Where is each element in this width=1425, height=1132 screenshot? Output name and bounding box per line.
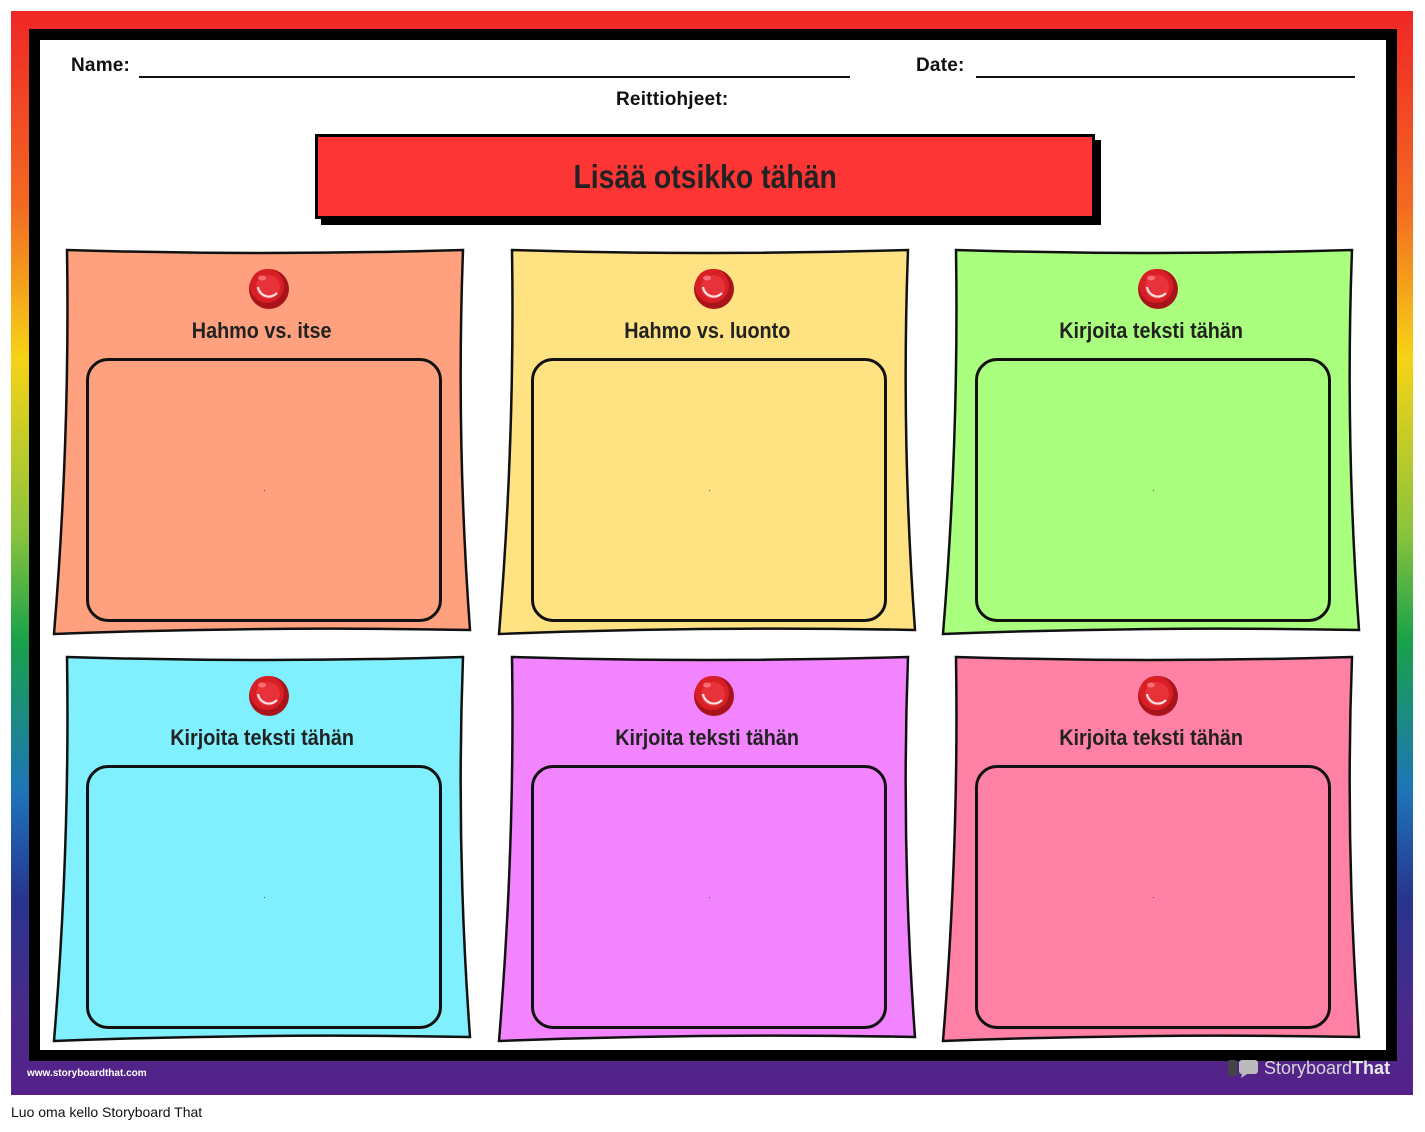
- note-heading: Kirjoita teksti tähän: [1059, 318, 1243, 343]
- note-writing-box[interactable]: [86, 358, 442, 622]
- note-heading: Hahmo vs. luonto: [623, 318, 791, 343]
- storyboardthat-logo-icon: [1228, 1060, 1258, 1078]
- pushpin-icon: [1138, 676, 1178, 716]
- box-center-mark: [264, 897, 265, 898]
- pushpin-icon: [249, 676, 289, 716]
- note-writing-box[interactable]: [86, 765, 442, 1029]
- date-line[interactable]: [976, 76, 1355, 78]
- sticky-note[interactable]: Kirjoita teksti tähän: [52, 655, 472, 1045]
- note-writing-box[interactable]: [975, 765, 1331, 1029]
- sticky-note[interactable]: Hahmo vs. luonto: [497, 248, 917, 638]
- pushpin-icon: [249, 269, 289, 309]
- box-center-mark: [709, 490, 710, 491]
- pushpin-icon: [694, 676, 734, 716]
- title-banner[interactable]: Lisää otsikko tähän: [315, 134, 1095, 219]
- note-heading: Kirjoita teksti tähän: [170, 725, 354, 750]
- note-heading: Kirjoita teksti tähän: [615, 725, 799, 750]
- sticky-note[interactable]: Kirjoita teksti tähän: [941, 248, 1361, 638]
- note-heading: Kirjoita teksti tähän: [1059, 725, 1243, 750]
- note-paper: [941, 248, 1361, 636]
- name-line[interactable]: [139, 76, 850, 78]
- sticky-note[interactable]: Kirjoita teksti tähän: [497, 655, 917, 1045]
- box-center-mark: [1153, 897, 1154, 898]
- pushpin-icon: [1138, 269, 1178, 309]
- pushpin-icon: [694, 269, 734, 309]
- box-center-mark: [1153, 490, 1154, 491]
- worksheet-title: Lisää otsikko tähän: [573, 157, 837, 195]
- name-label: Name:: [71, 55, 131, 76]
- box-center-mark: [264, 490, 265, 491]
- note-paper: [941, 655, 1361, 1043]
- note-paper: [497, 248, 917, 636]
- note-paper: [52, 655, 472, 1043]
- note-paper: [52, 248, 472, 636]
- date-label: Date:: [916, 55, 965, 76]
- note-heading: Hahmo vs. itse: [192, 318, 332, 343]
- sticky-note[interactable]: Kirjoita teksti tähän: [941, 655, 1361, 1045]
- brand-word-1: Storyboard: [1264, 1057, 1353, 1078]
- note-writing-box[interactable]: [531, 358, 887, 622]
- box-center-mark: [709, 897, 710, 898]
- note-paper: [497, 655, 917, 1043]
- sticky-note[interactable]: Hahmo vs. itse: [52, 248, 472, 638]
- directions-label: Reittiohjeet:: [616, 89, 729, 110]
- website-url: www.storyboardthat.com: [27, 1068, 147, 1079]
- footer-caption: Luo oma kello Storyboard That: [11, 1104, 203, 1120]
- brand-word-2: That: [1352, 1057, 1391, 1078]
- note-writing-box[interactable]: [531, 765, 887, 1029]
- storyboardthat-logo: StoryboardThat: [1228, 1057, 1390, 1079]
- note-writing-box[interactable]: [975, 358, 1331, 622]
